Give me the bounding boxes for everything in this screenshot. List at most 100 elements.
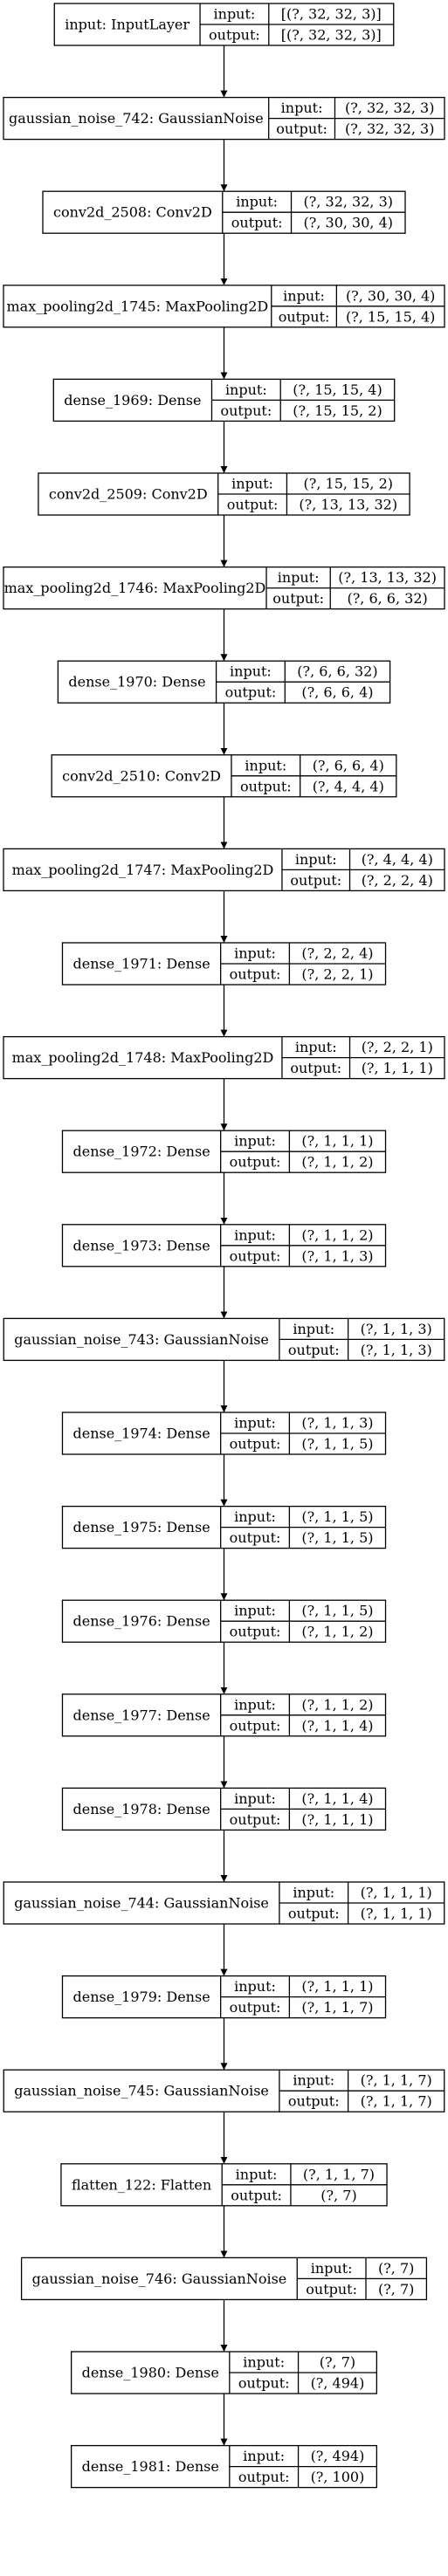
output-port-label: output:	[231, 2187, 282, 2203]
input-shape: (?, 1, 1, 1)	[301, 1133, 373, 1150]
output-shape: (?, 13, 13, 32)	[299, 497, 397, 513]
output-shape: (?, 100)	[311, 2469, 365, 2485]
output-port-label: output:	[238, 2469, 290, 2485]
layer-name: dense_1981: Dense	[82, 2458, 219, 2475]
input-shape: (?, 6, 6, 32)	[297, 663, 377, 680]
input-shape: (?, 6, 6, 4)	[313, 757, 384, 773]
output-shape: (?, 1, 1, 3)	[301, 1247, 373, 1264]
input-port-label: input:	[234, 945, 276, 962]
output-port-label: output:	[288, 1906, 340, 1922]
input-port-label: input:	[236, 194, 278, 210]
layer-name: dense_1978: Dense	[72, 1801, 210, 1817]
layer-name: gaussian_noise_742: GaussianNoise	[9, 110, 264, 127]
layer-node: flatten_122: Flatten input: output: (?, 1, …	[60, 2163, 388, 2207]
input-shape: (?, 1, 1, 3)	[361, 1321, 432, 1337]
input-shape: (?, 1, 1, 4)	[301, 1790, 373, 1807]
input-port-label: input:	[234, 1508, 276, 1525]
output-shape: (?, 32, 32, 3)	[345, 120, 434, 137]
layer-node: gaussian_noise_742: GaussianNoiseinput:o…	[3, 96, 445, 141]
input-shape: (?, 2, 2, 1)	[362, 1039, 433, 1055]
output-shape: (?, 30, 30, 4)	[304, 215, 393, 231]
output-port-label: output:	[240, 778, 292, 794]
input-shape: (?, 13, 13, 32)	[338, 569, 437, 586]
input-shape: (?, 7)	[378, 2260, 414, 2277]
output-port-label: output:	[290, 872, 341, 889]
input-shape: (?, 4, 4, 4)	[362, 851, 433, 868]
layer-name: flatten_122: Flatten	[72, 2176, 211, 2193]
layer-name: dense_1972: Dense	[72, 1144, 210, 1160]
output-shape: (?, 7)	[320, 2187, 356, 2203]
input-port-label: input:	[234, 1603, 276, 1619]
layer-name: gaussian_noise_744: GaussianNoise	[14, 1895, 269, 1912]
output-port-label: output:	[306, 2281, 357, 2298]
layer-name: dense_1973: Dense	[72, 1237, 210, 1254]
output-shape: (?, 1, 1, 1)	[362, 1060, 433, 1076]
output-shape: (?, 1, 1, 1)	[361, 1906, 432, 1922]
output-shape: (?, 1, 1, 1)	[301, 1811, 373, 1828]
input-shape: (?, 32, 32, 3)	[345, 100, 434, 116]
layer-name: conv2d_2510: Conv2D	[62, 767, 221, 784]
input-port-label: input:	[293, 1321, 334, 1337]
input-port-label: input:	[311, 2260, 353, 2277]
output-shape: (?, 15, 15, 4)	[346, 308, 435, 325]
input-port-label: input:	[225, 381, 267, 398]
output-shape: (?, 1, 1, 7)	[361, 2093, 432, 2110]
output-port-label: output:	[276, 120, 327, 137]
output-shape: (?, 6, 6, 4)	[301, 684, 373, 701]
input-shape: (?, 32, 32, 3)	[304, 194, 393, 210]
input-shape: (?, 494)	[311, 2448, 365, 2464]
output-shape: [(?, 32, 32, 3)]	[281, 27, 382, 44]
input-shape: (?, 1, 1, 7)	[361, 2072, 432, 2089]
output-port-label: output:	[230, 966, 281, 983]
layer-node: gaussian_noise_743: GaussianNoiseinput:o…	[3, 1317, 445, 1362]
input-shape: (?, 15, 15, 2)	[304, 476, 393, 492]
input-shape: (?, 2, 2, 4)	[301, 945, 373, 962]
output-shape: (?, 1, 1, 4)	[301, 1717, 373, 1734]
layer-name: dense_1970: Dense	[68, 674, 205, 690]
output-port-label: output:	[238, 2375, 290, 2392]
layer-node: dense_1981: Dense input: output: (?, 494) (?…	[71, 2444, 377, 2489]
layer-node: max_pooling2d_1745: MaxPooling2Dinput:ou…	[3, 285, 445, 328]
output-port-label: output:	[230, 1811, 281, 1828]
output-shape: (?, 1, 1, 7)	[301, 1999, 373, 2016]
output-port-label: output:	[230, 1436, 281, 1453]
layer-name: dense_1979: Dense	[72, 1989, 210, 2005]
layer-name: dense_1980: Dense	[82, 2365, 219, 2381]
input-port-label: input:	[293, 1885, 334, 1901]
input-shape: (?, 1, 1, 7)	[303, 2166, 375, 2182]
layer-node: max_pooling2d_1748: MaxPooling2Dinput:ou…	[3, 1035, 445, 1080]
input-port-label: input:	[243, 2448, 285, 2464]
output-port-label: output:	[272, 590, 324, 607]
input-port-label: input:	[295, 1039, 337, 1055]
layer-name: input: InputLayer	[65, 17, 190, 33]
output-shape: (?, 2, 2, 4)	[362, 872, 433, 889]
input-port-label: input:	[234, 1790, 276, 1807]
output-port-label: output:	[290, 1060, 341, 1076]
input-port-label: input:	[234, 1696, 276, 1713]
output-port-label: output:	[230, 1247, 281, 1264]
output-port-label: output:	[220, 402, 272, 419]
output-port-label: output:	[288, 2093, 340, 2110]
layer-name: gaussian_noise_743: GaussianNoise	[14, 1331, 269, 1348]
layer-box	[3, 96, 445, 141]
output-port-label: output:	[230, 1624, 281, 1640]
input-shape: (?, 1, 1, 2)	[301, 1226, 373, 1243]
layer-name: dense_1975: Dense	[72, 1519, 210, 1535]
layer-name: dense_1976: Dense	[72, 1613, 210, 1630]
layer-node: max_pooling2d_1747: MaxPooling2Dinput:ou…	[3, 848, 445, 892]
output-shape: (?, 6, 6, 32)	[347, 590, 427, 607]
layer-name: dense_1971: Dense	[72, 956, 210, 972]
output-shape: (?, 1, 1, 2)	[301, 1154, 373, 1171]
input-shape: (?, 1, 1, 5)	[301, 1603, 373, 1619]
input-port-label: input:	[234, 1133, 276, 1150]
output-shape: (?, 1, 1, 5)	[301, 1529, 373, 1546]
input-port-label: input:	[236, 2166, 278, 2182]
